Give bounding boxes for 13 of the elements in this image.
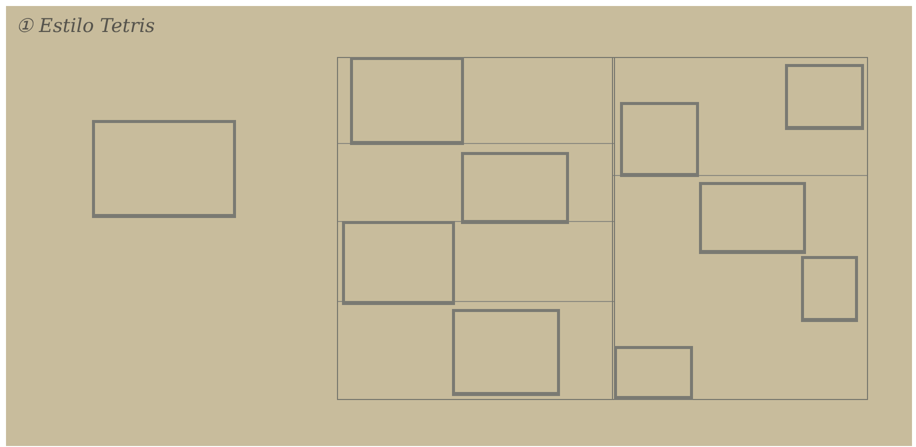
- sketched-box: [620, 102, 699, 177]
- sketched-box: [614, 346, 693, 400]
- sketched-box: [699, 182, 806, 254]
- sketched-box: [801, 256, 858, 322]
- grid-frame: [337, 57, 615, 400]
- sketched-box: [92, 120, 236, 218]
- sketched-box: [342, 221, 455, 305]
- sketched-box: [452, 309, 560, 396]
- sketched-box: [785, 64, 864, 130]
- title: ① Estilo Tetris: [16, 14, 155, 37]
- sketched-box: [350, 57, 464, 145]
- sketched-box: [461, 152, 569, 224]
- grid-frame: [612, 57, 868, 400]
